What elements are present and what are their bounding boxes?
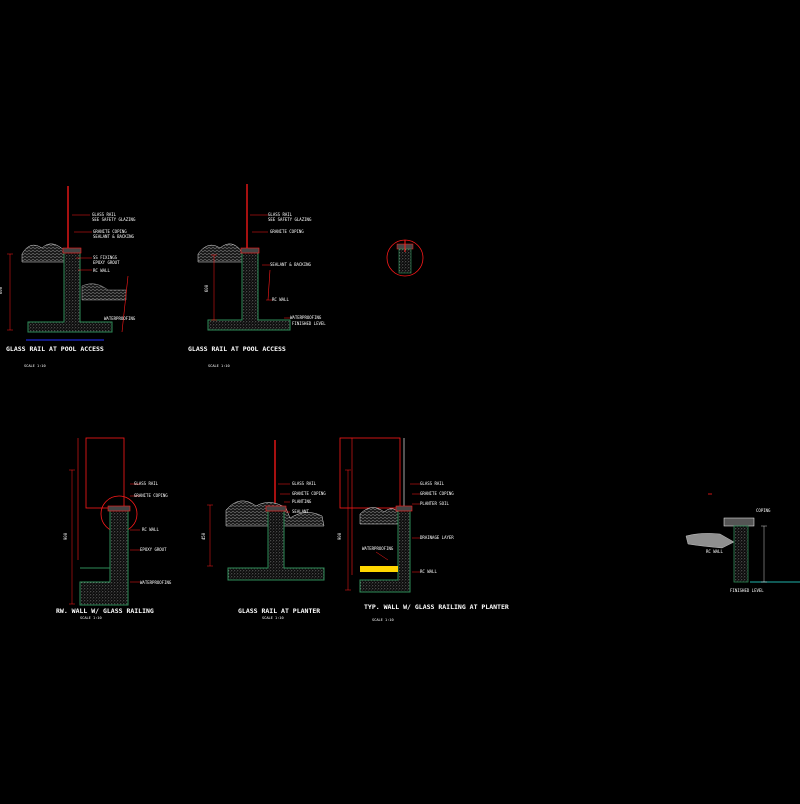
detail-a-label: EPOXY GROUT [93, 260, 120, 265]
detail-c-title: RW. WALL W/ GLASS RAILING [56, 607, 154, 615]
detail-c-label: RC WALL [142, 527, 159, 532]
detail-e-label: RC WALL [420, 569, 437, 574]
detail-a-title: GLASS RAIL AT POOL ACCESS [6, 345, 104, 353]
detail-b-label: GRANITE COPING [270, 229, 304, 234]
detail-d-dim-line [207, 504, 213, 567]
detail-a-coping [62, 247, 82, 254]
detail-c-dimension: 900 [63, 532, 69, 541]
detail-c-label: GRANITE COPING [134, 493, 168, 498]
detail-e-label: GRANITE COPING [420, 491, 454, 496]
detail-c-label: GLASS RAIL [134, 481, 159, 486]
detail-a-label: WATERPROOFING [104, 316, 136, 321]
detail-f-label: FINISHED LEVEL [730, 588, 764, 593]
detail-c-coping [107, 505, 131, 512]
detail-e-frame [339, 437, 401, 509]
detail-f-label: RC WALL [706, 549, 723, 554]
detail-b-section [197, 184, 291, 331]
detail-c-scale: SCALE 1:10 [80, 616, 102, 620]
detail-e-coping [395, 505, 413, 512]
detail-b-rc-wall [207, 251, 291, 331]
detail-d-title: GLASS RAIL AT PLANTER [238, 607, 321, 615]
detail-a-rc-wall [27, 251, 113, 333]
detail-e-planting [359, 507, 399, 525]
detail-b-wall-edge [267, 269, 271, 301]
detail-b-label: FINISHED LEVEL [292, 321, 326, 326]
detail-b-dim-line [211, 254, 217, 321]
detail-b-label: SEALANT & BACKING [270, 262, 311, 267]
detail-a-wall-edge [121, 275, 129, 333]
detail-e-scale: SCALE 1:10 [372, 618, 394, 622]
detail-d-label: GLASS RAIL [292, 481, 317, 486]
detail-a-pool-water [81, 283, 127, 301]
detail-e-dim-line [345, 469, 351, 591]
detail-e-label: GLASS RAIL [420, 481, 445, 486]
detail-e-membrane [360, 566, 398, 572]
detail-f-section [685, 493, 800, 583]
detail-c-section [69, 437, 140, 606]
detail-c-label: WATERPROOFING [140, 580, 172, 585]
detail-f-overhang [685, 533, 735, 549]
detail-b-coping [240, 247, 260, 254]
detail-a-dim-line [7, 253, 13, 331]
detail-d-rc-wall [227, 509, 325, 581]
detail-c-label: EPOXY GROUT [140, 547, 167, 552]
detail-e-label: DRAINAGE LAYER [420, 535, 454, 540]
detail-d-coping [265, 505, 287, 512]
detail-c-leaders [130, 483, 140, 583]
detail-a-label: RC WALL [93, 268, 110, 273]
detail-a-planting [21, 243, 67, 263]
detail-d-leaders [278, 483, 290, 513]
detail-a-label: GLASS RAIL [92, 212, 117, 217]
detail-f-dim-line [761, 525, 767, 583]
detail-a-label: SEALANT & BACKING [93, 234, 134, 239]
detail-e-title: TYP. WALL W/ GLASS RAILING AT PLANTER [364, 603, 509, 611]
detail-b-title: GLASS RAIL AT POOL ACCESS [188, 345, 286, 353]
detail-a-scale: SCALE 1:10 [24, 364, 46, 368]
detail-d-label: PLANTING [292, 499, 312, 504]
detail-b-label: WATERPROOFING [290, 315, 322, 320]
detail-d-section [207, 440, 325, 581]
detail-b-label: SEE SAFETY GLAZING [268, 217, 312, 222]
detail-d-scale: SCALE 1:10 [262, 616, 284, 620]
callout-detail [386, 239, 424, 277]
detail-b-leaders [250, 214, 290, 319]
detail-b-label: GLASS RAIL [268, 212, 293, 217]
detail-b-scale: SCALE 1:10 [208, 364, 230, 368]
detail-d-label: GRANITE COPING [292, 491, 326, 496]
detail-a-section [7, 186, 129, 341]
detail-e-dimension: 900 [337, 532, 343, 541]
detail-a-label: SS FIXINGS [93, 255, 118, 260]
detail-a-label: GRANITE COPING [93, 229, 127, 234]
detail-e-label: WATERPROOFING [362, 546, 394, 551]
detail-f-label: COPING [756, 508, 771, 513]
detail-b-planting [197, 243, 243, 263]
detail-e-leaders [375, 483, 420, 573]
detail-a-dimension: 600 [0, 286, 4, 295]
detail-a-leaders [72, 214, 92, 271]
detail-f-coping [723, 517, 755, 527]
detail-e-label: PLANTER SOIL [420, 501, 449, 506]
detail-a-label: SEE SAFETY GLAZING [92, 217, 136, 222]
detail-c-glass-rail [85, 437, 125, 509]
detail-c-dim-line [69, 469, 75, 605]
detail-f-rc-wall [733, 525, 749, 583]
detail-e-section [339, 437, 420, 593]
detail-d-label: SEALANT [292, 509, 309, 514]
detail-b-label: RC WALL [272, 297, 289, 302]
detail-b-dimension: 600 [204, 284, 210, 293]
detail-d-dimension: 450 [201, 532, 207, 541]
